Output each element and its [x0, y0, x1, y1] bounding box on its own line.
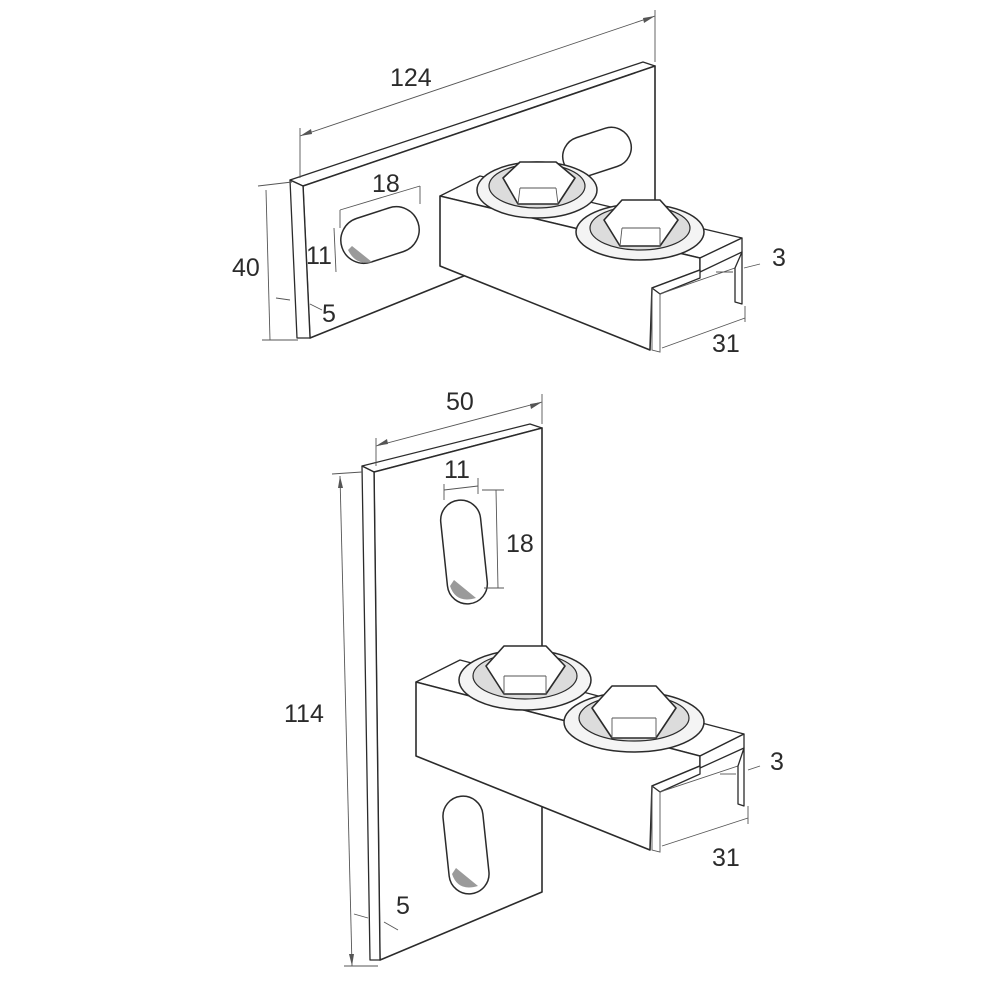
dim-124-label: 124 — [390, 64, 432, 92]
dim-40-label: 40 — [232, 254, 260, 282]
dim-5-top: 5 — [275, 297, 336, 328]
dim-18-top-label: 18 — [372, 170, 400, 198]
dim-31-top: 31 — [661, 306, 746, 358]
bottom-plate-side-face — [361, 465, 381, 961]
top-plate-edge-face — [289, 179, 311, 339]
dim-3-top-label: 3 — [772, 244, 786, 272]
bottom-plate-slot-lower — [442, 795, 490, 895]
dim-50: 50 — [375, 388, 543, 466]
dim-5-bottom-label: 5 — [396, 892, 410, 920]
dim-11-bottom: 11 — [443, 456, 479, 500]
dim-114: 114 — [284, 471, 378, 967]
dim-3-bottom: 3 — [720, 748, 784, 776]
bottom-bolt-1 — [458, 645, 592, 711]
bottom-bolt-2 — [563, 685, 705, 753]
dim-40: 40 — [232, 181, 298, 341]
dim-18-top: 18 — [339, 170, 421, 228]
bottom-plate-slot-upper — [439, 499, 489, 605]
dim-31-bottom-label: 31 — [712, 844, 740, 872]
dim-5-bottom: 5 — [353, 892, 410, 931]
dim-114-label: 114 — [284, 700, 324, 728]
dim-3-top: 3 — [716, 244, 786, 273]
dim-11-top-label: 11 — [306, 242, 332, 270]
top-bolt-1 — [476, 161, 598, 219]
dim-11-bottom-label: 11 — [444, 456, 470, 484]
vertical-bracket-figure: 50 11 18 114 5 — [284, 388, 784, 967]
dim-124: 124 — [299, 10, 656, 178]
dim-5-top-label: 5 — [322, 300, 336, 328]
top-plate-slot-left — [340, 205, 420, 265]
dim-31-top-label: 31 — [712, 330, 740, 358]
dim-31-bottom: 31 — [661, 806, 749, 872]
top-plate-slot-right — [561, 126, 633, 178]
horizontal-bracket-figure: 124 40 18 11 5 — [232, 10, 786, 358]
dim-3-bottom-label: 3 — [770, 748, 784, 776]
dim-18-bottom: 18 — [482, 489, 534, 589]
dim-11-top: 11 — [306, 227, 337, 273]
dim-18-bottom-label: 18 — [506, 530, 534, 558]
dim-50-label: 50 — [446, 388, 474, 416]
top-bolt-2 — [575, 199, 705, 261]
